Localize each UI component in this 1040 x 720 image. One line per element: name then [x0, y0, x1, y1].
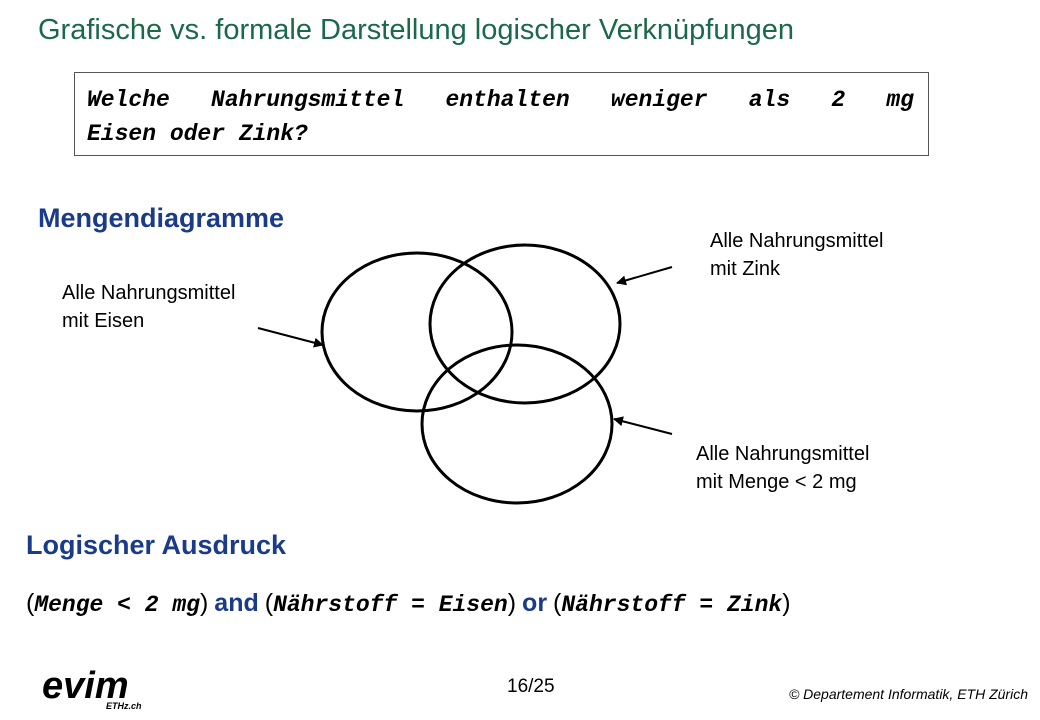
- paren-close: ): [782, 589, 791, 617]
- question-word: weniger: [610, 87, 708, 113]
- question-line-2: Eisen oder Zink?: [87, 121, 308, 147]
- paren-close: ): [199, 589, 209, 617]
- term-eisen: Nährstoff = Eisen: [273, 592, 508, 618]
- label-zink: Alle Nahrungsmittel mit Zink: [710, 230, 884, 280]
- label-menge: Alle Nahrungsmittel mit Menge < 2 mg: [696, 443, 870, 493]
- paren-open: (: [553, 589, 562, 617]
- question-line-1: Welche Nahrungsmittel enthalten weniger …: [87, 83, 914, 117]
- set-menge-circle: [420, 343, 614, 505]
- term-zink: Nährstoff = Zink: [561, 592, 783, 618]
- evim-logo: evim ETHz.ch: [42, 665, 142, 711]
- arrow-menge: [613, 416, 673, 435]
- logo-text: evim: [42, 665, 129, 707]
- logic-expression: (Menge < 2 mg)and(Nährstoff = Eisen)or(N…: [26, 585, 791, 623]
- venn-heading: Mengendiagramme: [38, 203, 285, 233]
- logo-subtext: ETHz.ch: [106, 701, 142, 711]
- set-eisen-circle: [320, 251, 514, 413]
- question-word: als: [748, 87, 791, 113]
- logic-heading: Logischer Ausdruck: [26, 530, 287, 560]
- operator-and: and: [214, 589, 259, 617]
- label-eisen: Alle Nahrungsmittel mit Eisen: [62, 282, 236, 332]
- arrow-zink: [616, 266, 673, 286]
- arrow-eisen: [257, 327, 324, 348]
- term-menge: Menge < 2 mg: [34, 592, 200, 618]
- question-word: mg: [886, 87, 914, 113]
- paren-close: ): [507, 589, 517, 617]
- question-box: Welche Nahrungsmittel enthalten weniger …: [74, 72, 929, 156]
- slide-title: Grafische vs. formale Darstellung logisc…: [38, 14, 794, 46]
- paren-open: (: [264, 589, 274, 617]
- copyright: © Departement Informatik, ETH Zürich: [788, 686, 1028, 702]
- set-zink-circle: [428, 243, 622, 405]
- paren-open: (: [26, 589, 35, 617]
- question-word: Nahrungsmittel: [211, 87, 405, 113]
- question-word: enthalten: [445, 87, 570, 113]
- question-word: 2: [831, 87, 846, 113]
- page-number: 16/25: [507, 676, 555, 697]
- question-word: Welche: [87, 87, 170, 113]
- operator-or: or: [522, 589, 548, 617]
